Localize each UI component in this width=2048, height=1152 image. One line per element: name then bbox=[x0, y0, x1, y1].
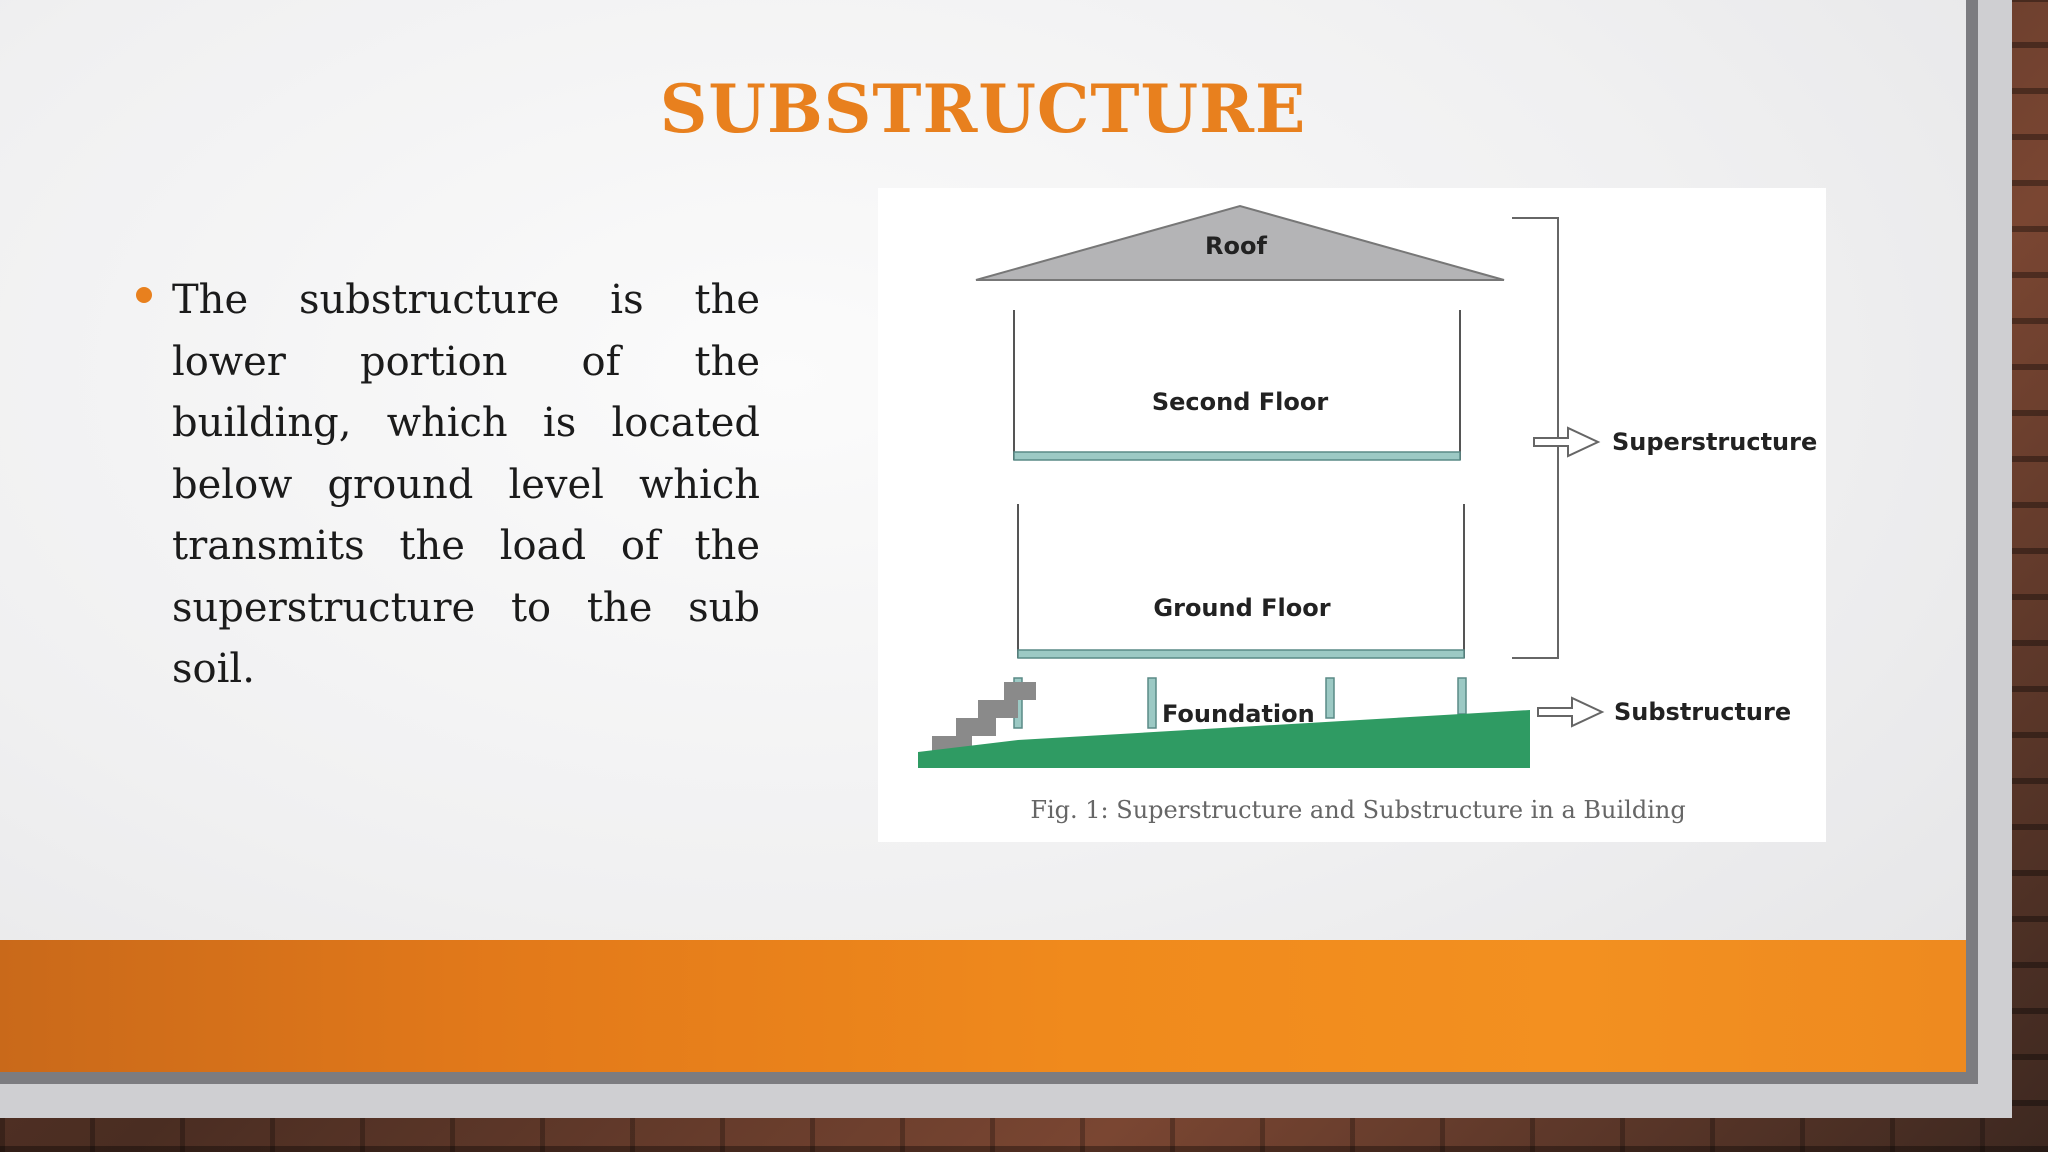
bullet-text: The substructure is the lower portion of… bbox=[172, 277, 760, 692]
second-floor-label: Second Floor bbox=[1152, 388, 1328, 416]
superstructure-label: Superstructure bbox=[1612, 428, 1817, 456]
foundation-post bbox=[1457, 677, 1467, 715]
roof-label: Roof bbox=[1205, 232, 1267, 260]
foundation-post bbox=[1325, 677, 1335, 719]
ground-floor-slab bbox=[1017, 649, 1465, 659]
foundation-post bbox=[1147, 677, 1157, 729]
steps-icon bbox=[932, 682, 1036, 752]
superstructure-arrow-icon bbox=[1533, 426, 1601, 458]
substructure-label: Substructure bbox=[1614, 698, 1791, 726]
ground-floor-label: Ground Floor bbox=[1153, 594, 1330, 622]
figure-caption: Fig. 1: Superstructure and Substructure … bbox=[1030, 796, 1685, 824]
slide: SUBSTRUCTURE The substructure is the low… bbox=[0, 0, 1966, 1072]
bullet-dot-icon bbox=[136, 287, 152, 303]
ground-wedge bbox=[918, 710, 1530, 768]
foundation-label: Foundation bbox=[1162, 700, 1315, 728]
second-floor-slab bbox=[1013, 451, 1461, 461]
roof-shape bbox=[975, 204, 1505, 281]
slide-title: SUBSTRUCTURE bbox=[659, 70, 1307, 148]
substructure-arrow-icon bbox=[1537, 696, 1605, 728]
building-diagram: Roof Second Floor Ground Floor Superstru… bbox=[878, 188, 1826, 842]
footer-band bbox=[0, 940, 1966, 1072]
